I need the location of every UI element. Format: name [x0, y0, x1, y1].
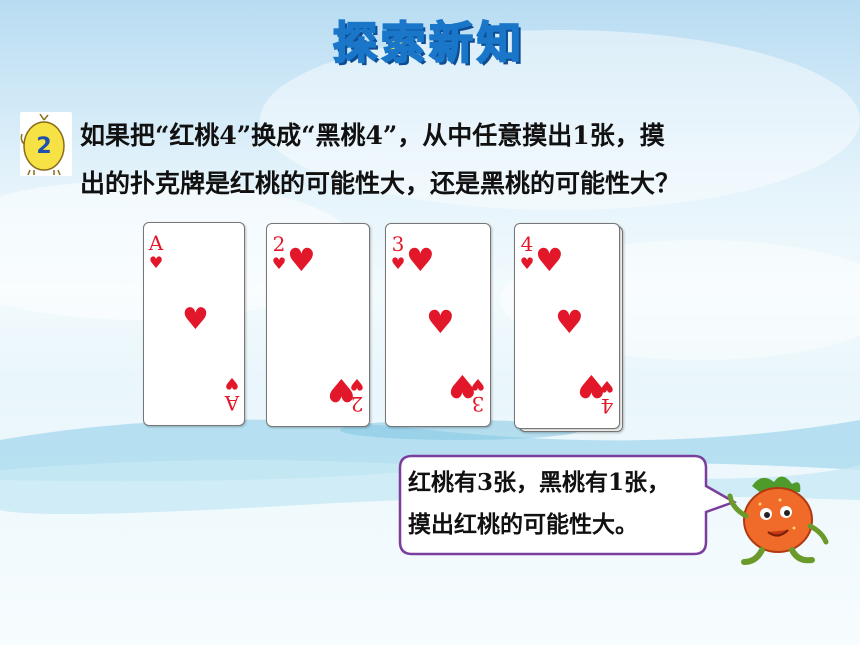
speech-bubble: 红桃有3张，黑桃有1张， 摸出红桃的可能性大。: [398, 454, 738, 558]
card-ace-hearts: A♥ ♥ A♥: [143, 222, 245, 426]
heart-icon: ♥: [406, 241, 435, 279]
problem-number: 2: [36, 134, 52, 159]
card-corner-top: 4♥: [519, 232, 535, 273]
heart-icon: ♥: [182, 302, 209, 337]
card-corner-bottom: 3♥: [470, 375, 486, 416]
heart-icon: ♥: [287, 241, 316, 279]
card-corner-top: 3♥: [390, 232, 406, 273]
card-four-hearts: 4♥ ♥ ♥ ♥ 4♥: [514, 223, 620, 429]
speech-line-2: 摸出红桃的可能性大。: [408, 511, 638, 538]
card-corner-bottom: 4♥: [599, 377, 615, 418]
question-line-1: 如果把“红桃4”换成“黑桃4”，从中任意摸出1张，摸: [80, 121, 665, 150]
card-corner-bottom: 2♥: [349, 375, 365, 416]
question-line-2: 出的扑克牌是红桃的可能性大，还是黑桃的可能性大？: [80, 169, 681, 198]
card-two-hearts: 2♥ ♥ ♥ 2♥: [266, 223, 370, 427]
strawberry-mascot-icon: [727, 476, 829, 565]
heart-icon: ♥: [555, 303, 584, 341]
page-title: 探索新知: [332, 17, 525, 70]
question-text: 如果把“红桃4”换成“黑桃4”，从中任意摸出1张，摸 出的扑克牌是红桃的可能性大…: [80, 112, 786, 208]
card-corner-top: A♥: [148, 231, 164, 272]
card-corner-top: 2♥: [271, 232, 287, 273]
heart-icon: ♥: [535, 241, 564, 279]
card-corner-bottom: A♥: [224, 374, 240, 415]
chick-icon: [20, 113, 65, 176]
speech-bubble-shape: [398, 454, 737, 556]
speech-line-1: 红桃有3张，黑桃有1张，: [408, 469, 671, 496]
problem-badge: 2: [20, 112, 72, 176]
speech-text: 红桃有3张，黑桃有1张， 摸出红桃的可能性大。: [408, 462, 708, 546]
card-three-hearts: 3♥ ♥ ♥ ♥ 3♥: [385, 223, 491, 427]
heart-icon: ♥: [426, 303, 455, 341]
